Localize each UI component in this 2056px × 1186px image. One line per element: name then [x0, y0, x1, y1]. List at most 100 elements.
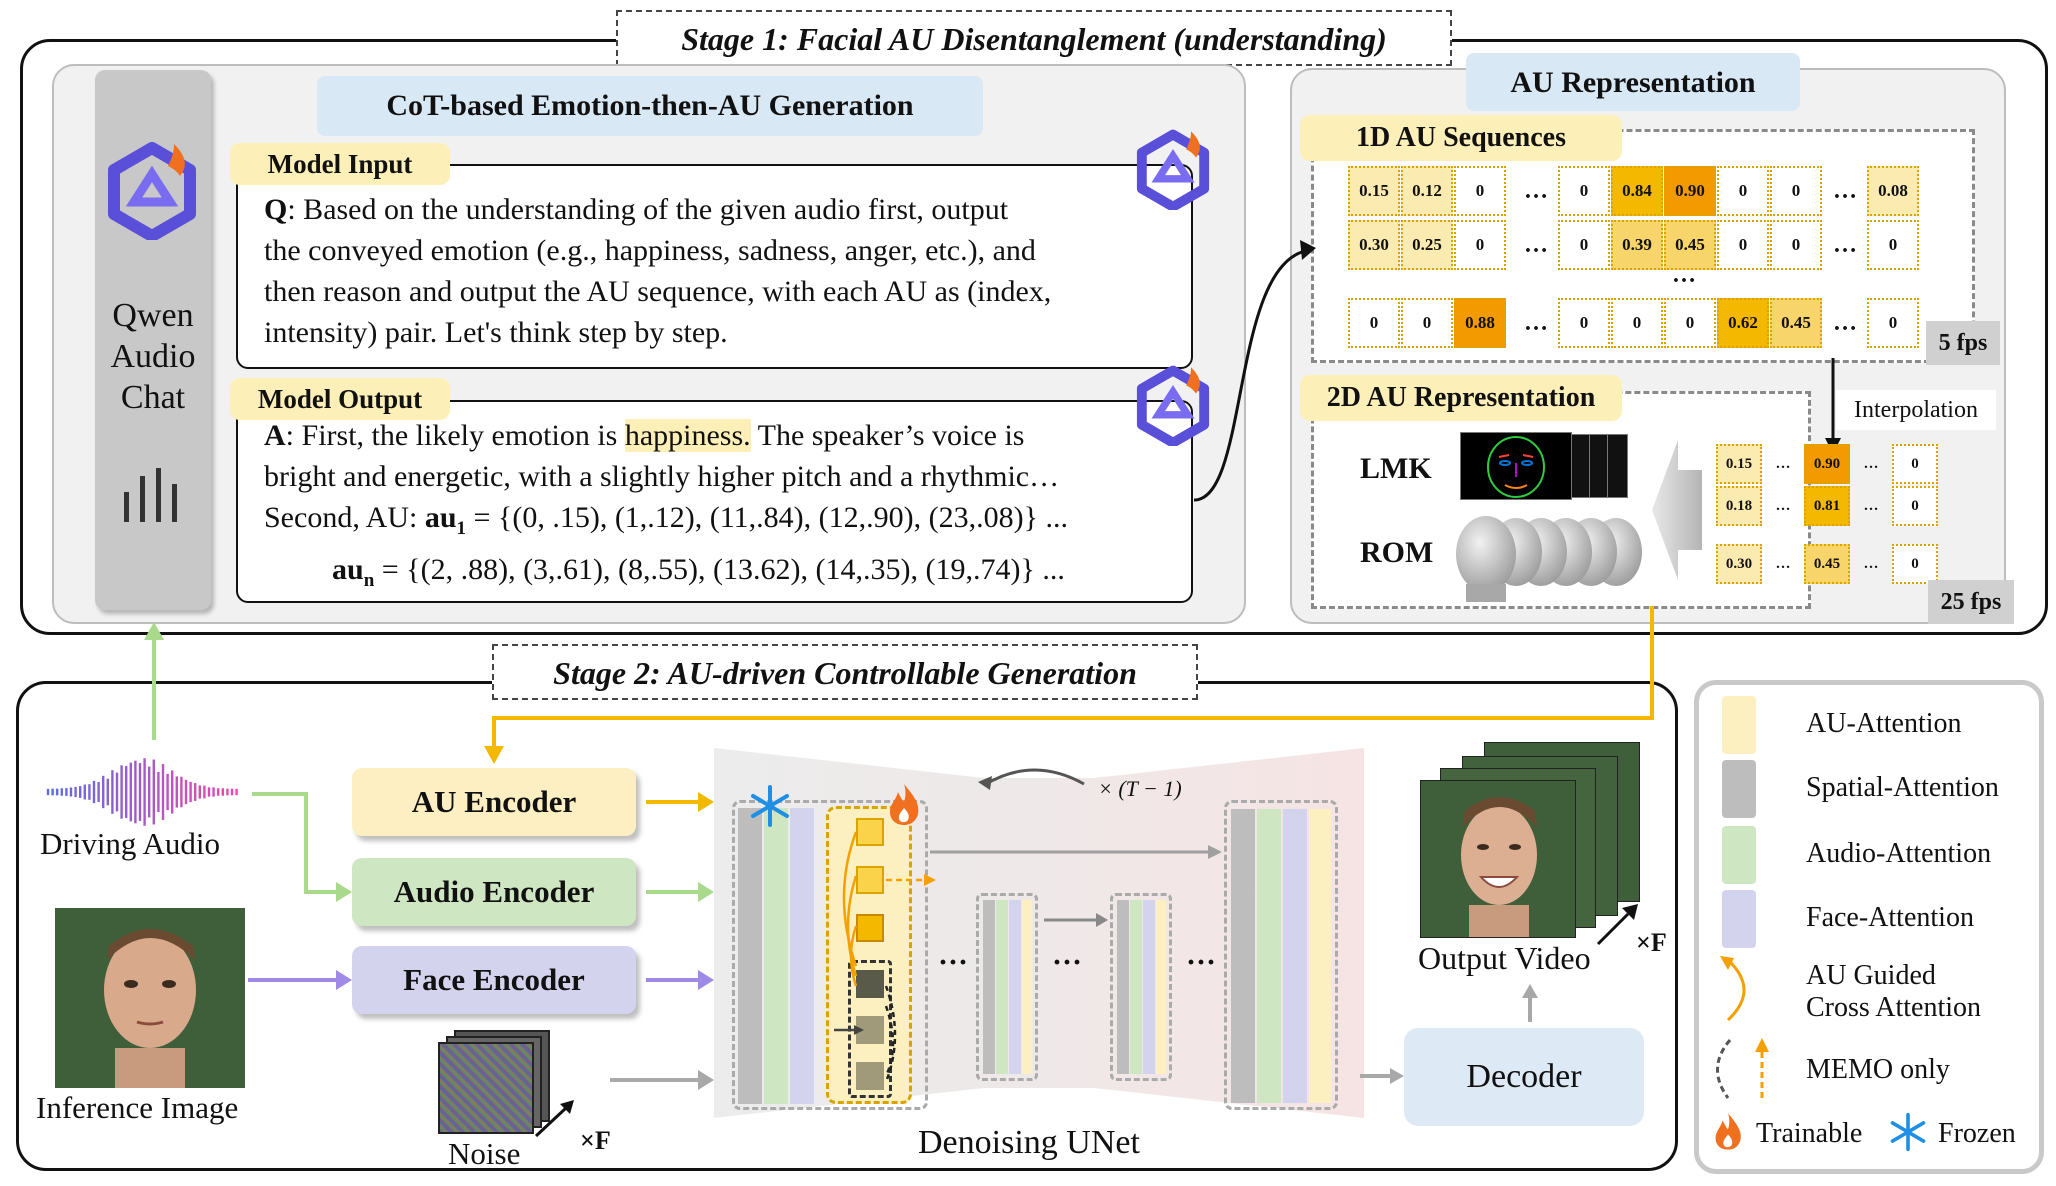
fps-1d-label: 5 fps	[1926, 321, 2000, 365]
face-landmark-icon	[1487, 436, 1545, 498]
vertical-ellipsis: …	[1672, 262, 1696, 288]
au-value-cell: 0.45	[1770, 298, 1822, 348]
au-ellipsis: …	[1863, 498, 1879, 514]
inference-image-label: Inference Image	[36, 1090, 239, 1125]
qwen-model-column	[95, 70, 211, 610]
rom-3d-heads	[1446, 508, 1646, 602]
legend-swatch-spatial	[1722, 760, 1756, 818]
au-value-cell: 0	[1892, 544, 1938, 584]
2d-au-row-1: 0.15…0.90…0	[1716, 444, 1938, 484]
2d-au-row-3: 0.30…0.45…0	[1716, 544, 1938, 584]
qwen-small-logo-icon-2	[1136, 365, 1210, 446]
smiling-face-icon	[1461, 797, 1537, 937]
au-value-cell: 0	[1611, 298, 1663, 348]
unet-mid-block-2	[1110, 893, 1172, 1081]
flame-trainable-icon	[890, 784, 919, 825]
cot-header: CoT-based Emotion-then-AU Generation	[317, 76, 983, 136]
decoder-block: Decoder	[1404, 1028, 1644, 1126]
face-encoder-block: Face Encoder	[352, 946, 636, 1014]
au-value-cell: 0.30	[1348, 220, 1400, 270]
au-value-cell: 0.45	[1664, 220, 1716, 270]
legend-swatch-audio	[1722, 826, 1756, 884]
au-ellipsis: …	[1524, 310, 1548, 336]
legend-label-face: Face-Attention	[1806, 902, 1974, 933]
model-input-box	[236, 164, 1193, 369]
au-value-cell: 0	[1558, 166, 1610, 216]
au-encoder-block: AU Encoder	[352, 768, 636, 836]
legend-label-audio: Audio-Attention	[1806, 838, 1992, 869]
au-value-cell: 0.45	[1804, 544, 1850, 584]
au-value-cell: 0.88	[1454, 298, 1506, 348]
au-value-cell: 0.15	[1348, 166, 1400, 216]
au-value-cell: 0.30	[1716, 544, 1762, 584]
au-value-cell: 0	[1892, 486, 1938, 526]
au-value-cell: 0.08	[1867, 166, 1919, 216]
au-value-cell: 0.18	[1716, 486, 1762, 526]
legend-label-au: AU-Attention	[1806, 708, 1962, 739]
output-times-f: ×F	[1636, 928, 1667, 957]
au-value-cell: 0.90	[1804, 444, 1850, 484]
face-attention-col	[790, 808, 814, 1104]
au-value-cell: 0	[1867, 220, 1919, 270]
au-value-cell: 0.39	[1611, 220, 1663, 270]
au-guided-arrow-icon	[1720, 956, 1746, 1022]
legend-label-memo: MEMO only	[1806, 1054, 1950, 1085]
legend-label-frozen: Frozen	[1938, 1118, 2016, 1149]
2d-au-row-2: 0.18…0.81…0	[1716, 486, 1938, 526]
loop-label: × (T − 1)	[1098, 776, 1182, 801]
au-value-cell: 0	[1867, 298, 1919, 348]
unet-left-block	[732, 800, 928, 1110]
au-ellipsis: …	[1775, 456, 1791, 472]
question-text: Q: Based on the understanding of the giv…	[264, 193, 1052, 349]
au-value-cell: 0	[1454, 220, 1506, 270]
au-ellipsis: …	[1524, 232, 1548, 258]
noise-times-f: ×F	[580, 1126, 611, 1155]
memo-token-1	[856, 970, 884, 998]
audio-encoder-block: Audio Encoder	[352, 858, 636, 926]
au-token-2	[856, 866, 884, 894]
inference-image	[55, 908, 245, 1088]
legend-swatch-au	[1722, 696, 1756, 754]
au-ellipsis: …	[1833, 232, 1857, 258]
output-video-label: Output Video	[1418, 940, 1591, 976]
au-token-1	[856, 818, 884, 846]
2d-au-representation-tag: 2D AU Representation	[1300, 375, 1622, 421]
loop-arrow-icon	[978, 768, 1085, 790]
au-ellipsis: …	[1775, 498, 1791, 514]
legend-flame-icon	[1715, 1113, 1741, 1150]
legend-snowflake-icon	[1890, 1112, 1926, 1152]
audio-waveform-icon	[46, 758, 238, 826]
au-ellipsis: …	[1833, 178, 1857, 204]
au-value-cell: 0	[1664, 298, 1716, 348]
au-value-cell: 0	[1770, 220, 1822, 270]
interpolation-label: Interpolation	[1836, 390, 1996, 430]
au-guided-cross-attention-arrows	[834, 831, 936, 1083]
unet-dots-2: ···	[1052, 946, 1083, 979]
au-ellipsis: …	[1833, 310, 1857, 336]
au-value-cell: 0	[1454, 166, 1506, 216]
au-value-cell: 0	[1717, 166, 1769, 216]
legend-label-au-guided: AU Guided Cross Attention	[1806, 960, 1982, 1023]
legend-swatch-face	[1722, 890, 1756, 948]
unet-right-block	[1224, 800, 1338, 1110]
au-value-cell: 0.25	[1401, 220, 1453, 270]
unet-label: Denoising UNet	[918, 1124, 1140, 1161]
gray-left-arrow	[1652, 440, 1702, 580]
qwen-model-name: Qwen Audio Chat	[110, 297, 196, 416]
au-value-cell: 0	[1348, 298, 1400, 348]
output-times-arrow	[1596, 904, 1638, 946]
au-value-cell: 0	[1401, 298, 1453, 348]
spatial-attention-col	[738, 808, 762, 1104]
unet-dots-3: ···	[1186, 946, 1217, 979]
landmark-frames	[1460, 432, 1630, 500]
au-ellipsis: …	[1775, 556, 1791, 572]
unet-dots-1: ···	[938, 946, 969, 979]
rom-label: ROM	[1360, 536, 1434, 569]
noise-times-arrow	[534, 1100, 574, 1138]
legend-label-spatial: Spatial-Attention	[1806, 772, 1999, 803]
fps-2d-label: 25 fps	[1928, 580, 2014, 624]
noise-label: Noise	[448, 1136, 521, 1171]
